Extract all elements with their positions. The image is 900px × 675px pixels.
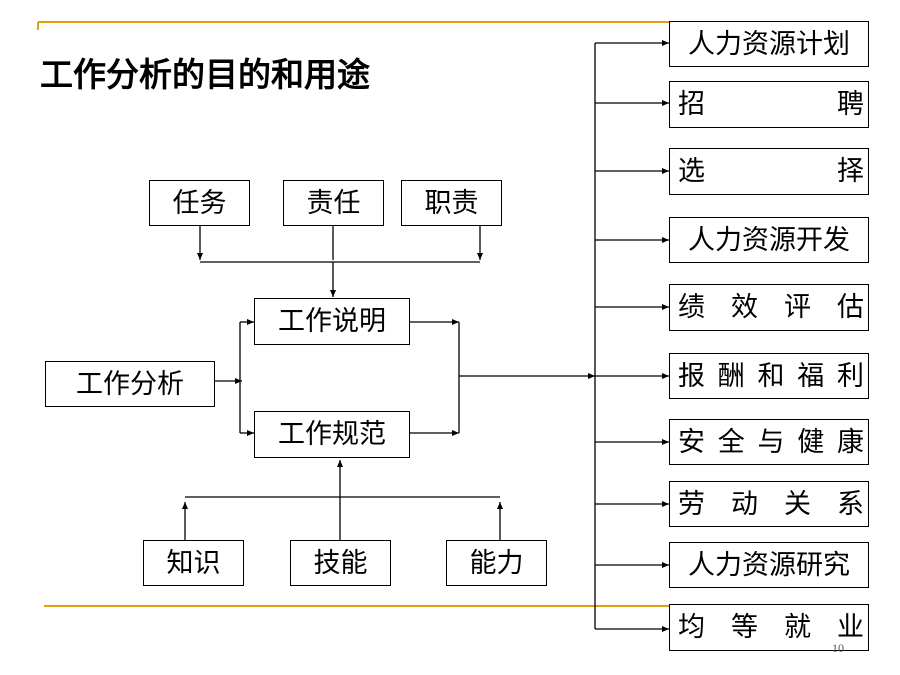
use-labor-relations-char: 系 — [837, 488, 864, 520]
use-performance-evaluation-char: 评 — [784, 292, 811, 323]
use-performance-evaluation-char: 绩 — [678, 292, 705, 323]
duty-box: 职责 — [401, 180, 502, 226]
use-compensation-benefits-char: 利 — [837, 360, 864, 392]
job-description-box: 工作说明 — [254, 298, 410, 345]
use-equal-employment-char: 就 — [784, 612, 811, 643]
use-hr-development: 人力资源开发 — [669, 217, 869, 263]
skill-box: 技能 — [290, 540, 391, 586]
use-recruitment-char: 招 — [678, 89, 705, 120]
job-analysis-box: 工作分析 — [45, 361, 215, 407]
use-performance-evaluation-char: 效 — [731, 292, 758, 323]
knowledge-box: 知识 — [143, 540, 244, 586]
responsibility-box: 责任 — [283, 180, 384, 226]
use-selection-char: 选 — [678, 156, 705, 187]
use-hr-planning-label: 人力资源计划 — [688, 28, 850, 60]
use-safety-health-char: 健 — [797, 426, 825, 458]
ability-box: 能力 — [446, 540, 547, 586]
use-compensation-benefits-char: 福 — [797, 360, 825, 392]
use-equal-employment-char: 均 — [678, 612, 705, 643]
use-performance-evaluation-char: 估 — [837, 292, 864, 323]
use-labor-relations-char: 劳 — [678, 488, 705, 520]
use-labor-relations-char: 动 — [731, 488, 758, 520]
use-equal-employment: 均 等 就 业 — [669, 604, 869, 651]
use-safety-health-char: 康 — [837, 426, 864, 458]
use-hr-research-label: 人力资源研究 — [688, 549, 850, 581]
use-compensation-benefits-char: 报 — [678, 360, 705, 392]
use-recruitment: 招 聘 — [669, 81, 869, 128]
task-box: 任务 — [149, 180, 250, 226]
use-hr-development-label: 人力资源开发 — [688, 224, 850, 256]
use-safety-health-char: 安 — [678, 426, 705, 458]
use-compensation-benefits: 报 酬 和 福 利 — [669, 353, 869, 399]
use-equal-employment-char: 业 — [837, 612, 864, 643]
page-number: 10 — [832, 641, 844, 655]
job-specification-box: 工作规范 — [254, 411, 410, 458]
use-performance-evaluation: 绩 效 评 估 — [669, 284, 869, 331]
use-safety-health-char: 与 — [757, 426, 785, 458]
slide-title: 工作分析的目的和用途 — [40, 55, 370, 94]
use-selection-char: 择 — [837, 156, 864, 187]
use-labor-relations-char: 关 — [784, 488, 811, 520]
use-labor-relations: 劳 动 关 系 — [669, 481, 869, 527]
use-safety-health-char: 全 — [717, 426, 745, 458]
use-compensation-benefits-char: 酬 — [717, 360, 745, 392]
use-hr-research: 人力资源研究 — [669, 542, 869, 588]
use-safety-health: 安 全 与 健 康 — [669, 419, 869, 465]
use-selection: 选 择 — [669, 148, 869, 195]
use-recruitment-char: 聘 — [837, 89, 864, 120]
use-equal-employment-char: 等 — [731, 612, 758, 643]
use-compensation-benefits-char: 和 — [757, 360, 785, 392]
use-hr-planning: 人力资源计划 — [669, 21, 869, 67]
